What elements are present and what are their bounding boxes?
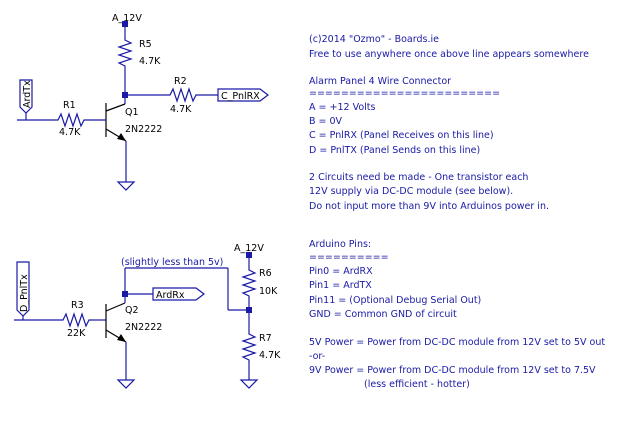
note-line: Pin0 = ArdRX bbox=[309, 266, 373, 277]
q1-emitter-arrow bbox=[117, 133, 126, 141]
r7-value: 4.7K bbox=[259, 350, 281, 361]
note-line: -or- bbox=[309, 351, 325, 362]
a12v-label-top: A_12V bbox=[112, 13, 142, 24]
q2-part: 2N2222 bbox=[125, 322, 162, 333]
note-line: (c)2014 "Ozmo" - Boards.ie bbox=[309, 34, 439, 45]
notes-block: (c)2014 "Ozmo" - Boards.ie Free to use a… bbox=[309, 34, 605, 390]
slightly-less-annotation: (slightly less than 5v) bbox=[121, 257, 223, 268]
r5-name: R5 bbox=[139, 39, 152, 50]
c-pnlrx-label: C_PnlRX bbox=[221, 91, 260, 102]
r3-name: R3 bbox=[71, 300, 84, 311]
circuit-2: D_PnlTx R3 22K Q2 2N2222 (slightly less … bbox=[14, 243, 281, 389]
ground-symbol-r7 bbox=[239, 379, 259, 389]
note-line: D = PnlTX (Panel Sends on this line) bbox=[309, 145, 480, 156]
note-line: Do not input more than 9V into Arduinos … bbox=[309, 201, 549, 212]
c-pnlrx-port bbox=[217, 88, 269, 102]
note-line: (less efficient - hotter) bbox=[364, 379, 470, 390]
resistor-r2 bbox=[166, 87, 200, 103]
circuit-1: A_12V R5 4.7K R2 4.7K C_PnlRX Q1 2N2222 … bbox=[17, 13, 269, 191]
r2-name: R2 bbox=[174, 76, 187, 87]
note-line: A = +12 Volts bbox=[309, 102, 376, 113]
q1-name: Q1 bbox=[125, 107, 139, 118]
r1-name: R1 bbox=[63, 100, 76, 111]
q2-name: Q2 bbox=[125, 305, 139, 316]
r1-value: 4.7K bbox=[59, 127, 81, 138]
note-line: 9V Power = Power from DC-DC module from … bbox=[309, 365, 596, 376]
r5-value: 4.7K bbox=[139, 56, 161, 67]
r6-value: 10K bbox=[259, 286, 278, 297]
d-pnltx-label: D_PnlTx bbox=[19, 274, 30, 312]
note-line: Free to use anywhere once above line app… bbox=[309, 49, 589, 60]
ground-symbol-q1 bbox=[116, 181, 136, 191]
note-line: 12V supply via DC-DC module (see below). bbox=[309, 186, 513, 197]
r2-value: 4.7K bbox=[170, 104, 192, 115]
note-line: 5V Power = Power from DC-DC module from … bbox=[309, 337, 605, 348]
r7-name: R7 bbox=[259, 333, 272, 344]
ardrx-label: ArdRx bbox=[156, 290, 185, 301]
note-line: ======================== bbox=[309, 88, 500, 99]
note-line: GND = Common GND of circuit bbox=[309, 309, 457, 320]
resistor-r7 bbox=[241, 330, 257, 364]
ground-symbol-q2 bbox=[116, 379, 136, 389]
ardtx-port bbox=[19, 79, 33, 114]
note-line: 2 Circuits need be made - One transistor… bbox=[309, 172, 528, 183]
q2-emitter-arrow bbox=[117, 334, 126, 342]
resistor-r5 bbox=[117, 36, 133, 70]
ardtx-label: ArdTx bbox=[22, 80, 33, 108]
resistor-r3 bbox=[59, 312, 93, 328]
note-line: Pin11 = (Optional Debug Serial Out) bbox=[309, 295, 481, 306]
note-line: C = PnlRX (Panel Receives on this line) bbox=[309, 130, 494, 141]
note-line: Arduino Pins: bbox=[309, 239, 371, 250]
ardrx-port bbox=[152, 287, 205, 301]
d-pnltx-port bbox=[16, 261, 30, 317]
resistor-r1 bbox=[54, 112, 88, 128]
note-line: ========== bbox=[309, 252, 389, 263]
q1-collector bbox=[105, 103, 126, 112]
r3-value: 22K bbox=[67, 328, 86, 339]
a12v-label-bottom: A_12V bbox=[234, 243, 264, 254]
resistor-r6 bbox=[241, 266, 257, 300]
note-line: Pin1 = ArdTX bbox=[309, 280, 372, 291]
q2-collector bbox=[105, 302, 126, 312]
supply-node-top bbox=[122, 21, 128, 27]
divider-node bbox=[246, 307, 252, 313]
q1-part: 2N2222 bbox=[125, 124, 162, 135]
r6-name: R6 bbox=[259, 268, 272, 279]
note-line: Alarm Panel 4 Wire Connector bbox=[309, 76, 451, 87]
note-line: B = 0V bbox=[309, 116, 343, 127]
